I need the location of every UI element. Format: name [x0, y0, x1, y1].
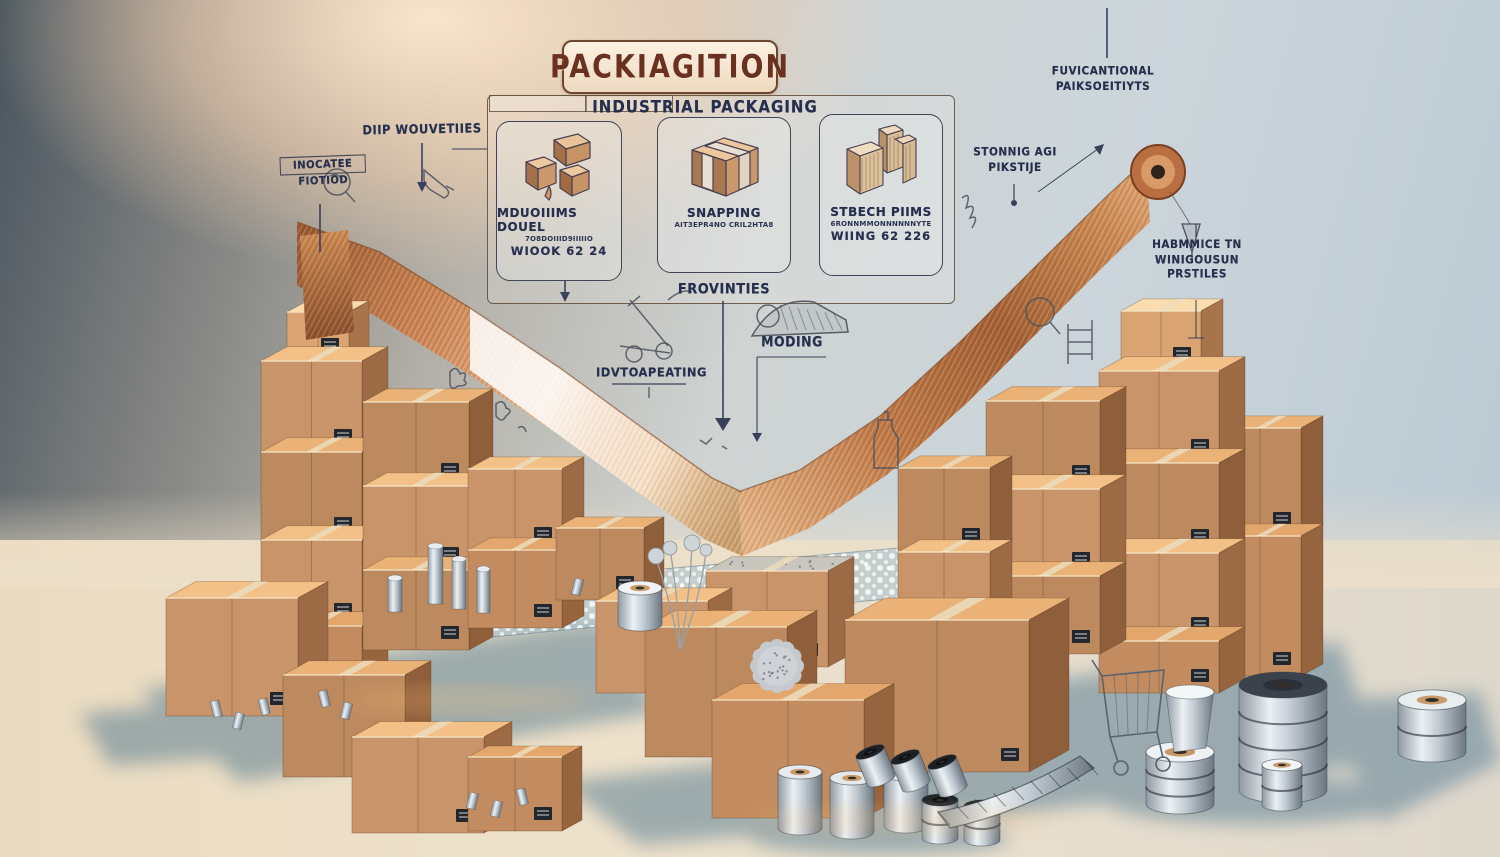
- label-functional-line2: PAIKSOEITIYTS: [1046, 80, 1160, 95]
- card-title: SNAPPING: [687, 206, 761, 220]
- label-stunning: STONNIG AGI PIKSTIJE: [970, 146, 1060, 176]
- card-title: MDUOIIIMS DOUEL: [497, 206, 621, 234]
- label-indicator: INOCATEE FIOTIOD: [279, 154, 366, 189]
- label-molding: MODING: [755, 333, 829, 351]
- card-subtext: 6RONNMMONNNNNNYTE: [831, 220, 932, 228]
- label-harmonic: HABMMICE TN WINIGOUSUN PRSTILES: [1148, 238, 1246, 283]
- stretch-film-stack-icon: [837, 121, 925, 203]
- card-code: WIING 62 226: [831, 229, 931, 243]
- subtitle-text: INDUSTRIAL PACKAGING: [540, 97, 870, 117]
- label-functional: FUVICANTIONAL PAIKSOEITIYTS: [1046, 65, 1160, 95]
- card-stretch-film: STBECH PIIMS 6RONNMMONNNNNNYTE WIING 62 …: [819, 114, 943, 276]
- floor-horizon-fade: [0, 492, 1500, 588]
- label-harmonic-line1: HABMMICE TN: [1148, 238, 1246, 253]
- label-drop-novelties: DIIP WOUVETIIES: [352, 120, 492, 139]
- strapped-box-icon: [678, 124, 770, 204]
- open-box-cubes-icon: [516, 128, 602, 204]
- label-incorporating: IDVTOAPEATING: [596, 364, 702, 380]
- label-stunning-line1: STONNIG AGI: [970, 146, 1060, 161]
- card-subtext: AIT3EPR4NO CRIL2HTA8: [675, 221, 774, 229]
- label-functional-line1: FUVICANTIONAL: [1046, 65, 1160, 80]
- title-text: PACKIAGITION: [550, 49, 790, 86]
- card-boxing: MDUOIIIMS DOUEL 7O8DOIIID9IIIIIO WIOOK 6…: [496, 121, 622, 281]
- label-harmonic-line2: WINIGOUSUN: [1148, 253, 1246, 268]
- card-title: STBECH PIIMS: [830, 205, 932, 219]
- title-banner: PACKIAGITION: [562, 40, 778, 94]
- label-indicator-line2: FIOTIOD: [280, 173, 366, 190]
- label-provisions: FROVINTIES: [664, 281, 784, 300]
- card-subtext: 7O8DOIIID9IIIIIO: [525, 235, 593, 243]
- label-harmonic-line3: PRSTILES: [1148, 268, 1246, 283]
- card-strapping: SNAPPING AIT3EPR4NO CRIL2HTA8: [657, 117, 791, 273]
- label-stunning-line2: PIKSTIJE: [970, 161, 1060, 176]
- card-code: WIOOK 62 24: [511, 244, 607, 258]
